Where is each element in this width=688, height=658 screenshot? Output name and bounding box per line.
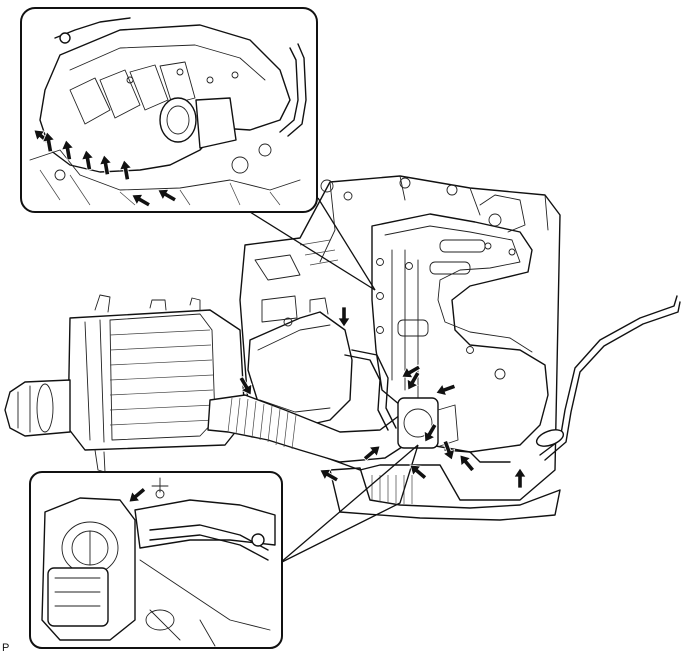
callout-arrow — [513, 467, 527, 489]
callout-arrow — [41, 131, 56, 153]
callout-arrow — [157, 188, 177, 203]
callout-arrow — [423, 423, 438, 443]
air-hose-resonator — [207, 297, 511, 463]
callout-arrow — [409, 464, 428, 481]
callout-arrow — [80, 149, 95, 171]
right-side-tube — [535, 295, 681, 461]
top-inset-detail — [20, 7, 376, 291]
callout-arrow — [98, 154, 113, 176]
callout-arrow — [442, 439, 456, 461]
figure-code: P — [2, 642, 10, 654]
callout-arrow — [362, 445, 381, 462]
callout-arrow — [337, 306, 351, 328]
callout-arrow — [118, 159, 133, 181]
callout-arrow — [459, 454, 476, 473]
callout-arrows — [33, 129, 527, 503]
callout-arrow — [131, 193, 151, 208]
intake-manifold — [371, 194, 549, 453]
callout-arrow — [319, 468, 339, 483]
callout-arrow — [406, 371, 421, 391]
bottom-inset-detail — [29, 444, 419, 649]
callout-arrow — [238, 376, 253, 396]
air-cleaner — [4, 294, 246, 473]
callout-arrow — [128, 486, 147, 503]
callout-arrow — [60, 139, 75, 161]
callout-arrow — [435, 383, 457, 397]
